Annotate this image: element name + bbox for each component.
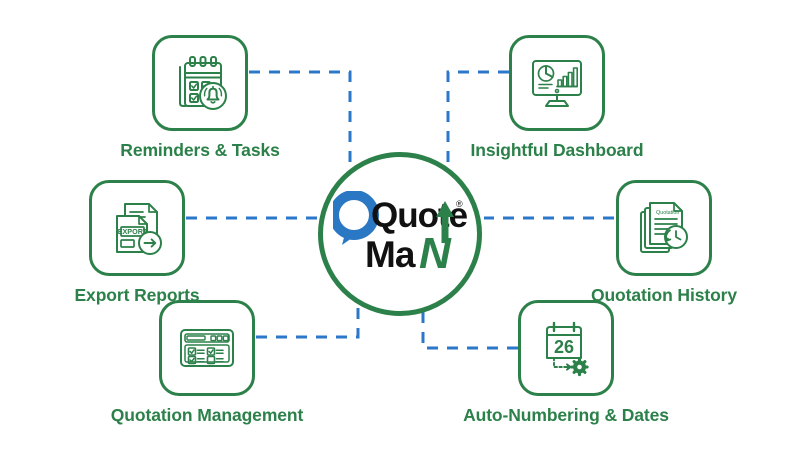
logo-text-ma: Ma (365, 234, 416, 275)
feature-icon-box-export-reports[interactable]: EXPORT (89, 180, 185, 276)
feature-label-auto-numbering: Auto-Numbering & Dates (463, 405, 669, 425)
feature-label-reminders-tasks: Reminders & Tasks (120, 140, 280, 160)
feature-icon-box-insightful-dashboard[interactable] (509, 35, 605, 131)
feature-label-quotation-management: Quotation Management (110, 405, 304, 425)
logo-trademark-mark: ® (456, 199, 463, 209)
feature-node-reminders-tasks[interactable]: Reminders & Tasks (107, 35, 293, 161)
feature-label-quotation-history: Quotation History (590, 285, 738, 305)
documents-clock-icon: Quotation (640, 202, 688, 253)
quotation-icon-text: Quotation (656, 210, 679, 216)
feature-node-export-reports[interactable]: EXPORT Export Reports (44, 180, 230, 306)
export-icon-text: EXPORT (118, 227, 148, 236)
calendar-checklist-bell-icon (179, 56, 227, 110)
feature-label-export-reports: Export Reports (74, 285, 200, 305)
feature-icon-box-quotation-management[interactable] (159, 300, 255, 396)
hub-circle-quoteman[interactable]: Quote Ma N ® (318, 152, 482, 316)
feature-node-auto-numbering[interactable]: 26 (463, 300, 669, 426)
monitor-charts-icon (532, 60, 582, 107)
calendar-gear-icon: 26 (546, 321, 589, 377)
window-checklist-icon (180, 329, 234, 367)
feature-node-insightful-dashboard[interactable]: Insightful Dashboard (464, 35, 650, 161)
feature-icon-box-quotation-history[interactable]: Quotation (616, 180, 712, 276)
logo-speech-bubble-q (333, 191, 379, 245)
logo-letter-n-arrow: N (419, 201, 454, 277)
feature-node-quotation-management[interactable]: Quotation Management (110, 300, 304, 426)
documents-export-arrow-icon: EXPORT (116, 203, 162, 255)
feature-node-quotation-history[interactable]: Quotation Quotation History (571, 180, 757, 306)
feature-icon-box-reminders-tasks[interactable] (152, 35, 248, 131)
quoteman-logo: Quote Ma N ® (333, 191, 467, 277)
auto-number-icon-text: 26 (554, 337, 574, 357)
feature-label-insightful-dashboard: Insightful Dashboard (470, 140, 644, 160)
feature-icon-box-auto-numbering[interactable]: 26 (518, 300, 614, 396)
